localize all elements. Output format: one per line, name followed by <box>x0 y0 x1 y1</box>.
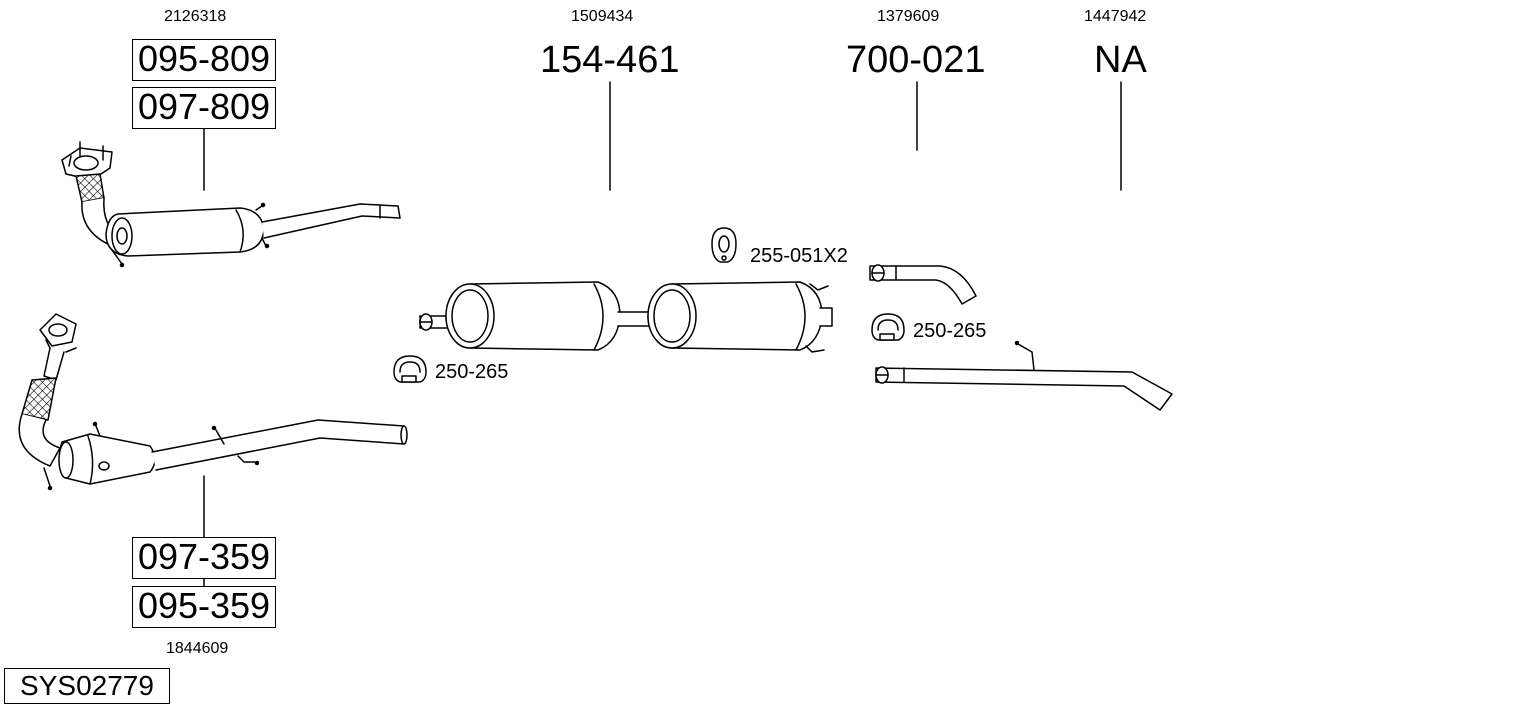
ref-number-tail-pipe: 1447942 <box>1084 8 1147 25</box>
rubber-mount-icon <box>711 227 737 263</box>
front-pipe-bottom <box>18 313 408 491</box>
part-code-middle-silencer[interactable]: 154-461 <box>540 39 680 81</box>
rear-bend-pipe <box>869 264 977 305</box>
front-pipe-top <box>61 141 401 268</box>
middle-silencer <box>419 281 833 353</box>
clamp-icon <box>393 355 427 383</box>
part-code-box[interactable]: 095-809 <box>132 39 276 81</box>
callout-clamp-right[interactable]: 250-265 <box>913 320 987 342</box>
ref-number-front-pipe-bottom: 1844609 <box>166 640 229 657</box>
clamp-icon <box>871 313 905 341</box>
part-code-box[interactable]: 097-809 <box>132 87 276 129</box>
part-code-rear-bend[interactable]: 700-021 <box>846 39 986 81</box>
tail-pipe <box>875 340 1173 411</box>
callout-rubber-mount[interactable]: 255-051X2 <box>750 245 848 267</box>
ref-number-rear-bend: 1379609 <box>877 8 940 25</box>
part-code-tail-pipe[interactable]: NA <box>1094 39 1147 81</box>
ref-number-front-pipe-top: 2126318 <box>164 8 227 25</box>
callout-clamp-left[interactable]: 250-265 <box>435 361 509 383</box>
ref-number-middle-silencer: 1509434 <box>571 8 634 25</box>
system-code-box: SYS02779 <box>4 668 170 704</box>
